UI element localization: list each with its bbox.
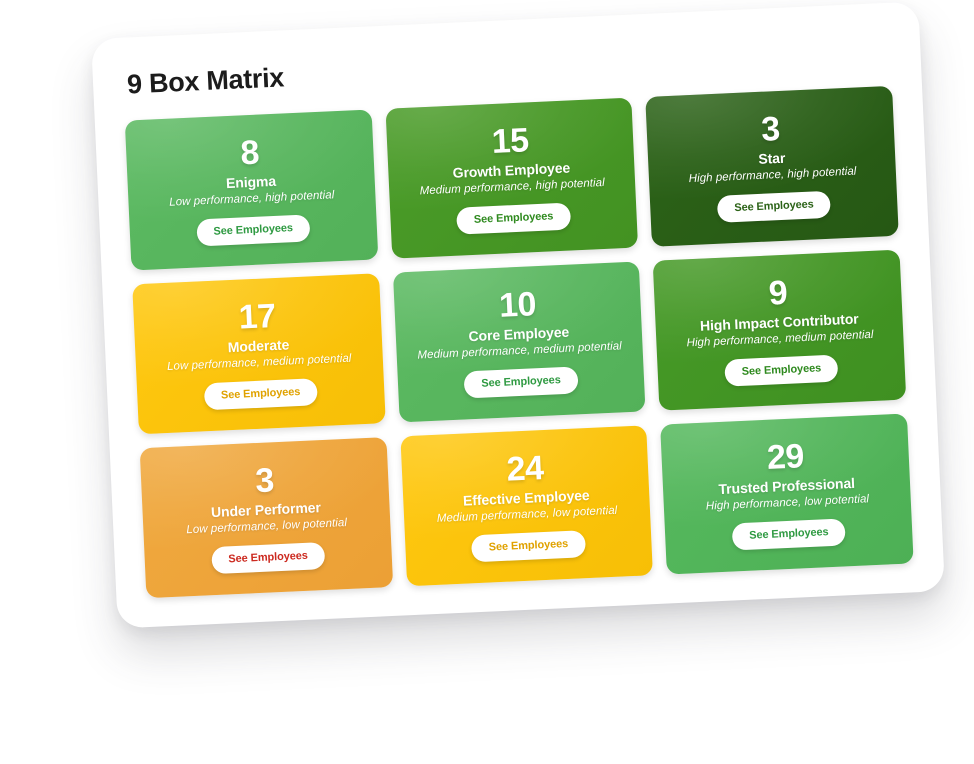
see-employees-button[interactable]: See Employees <box>716 191 832 224</box>
cell-count: 15 <box>490 121 530 161</box>
cell-count: 9 <box>767 273 788 313</box>
cell-count: 3 <box>760 109 781 149</box>
cell-subtitle: Low performance, low potential <box>186 517 348 537</box>
cell-title: Star <box>758 150 786 168</box>
see-employees-button[interactable]: See Employees <box>195 214 311 247</box>
cell-title: Effective Employee <box>462 487 590 510</box>
page-title: 9 Box Matrix <box>126 62 285 100</box>
cell-title: Growth Employee <box>452 159 571 182</box>
see-employees-button[interactable]: See Employees <box>471 530 586 563</box>
see-employees-button[interactable]: See Employees <box>210 542 326 575</box>
cell-count: 24 <box>505 448 545 489</box>
cell-count: 17 <box>237 296 277 337</box>
cell-count: 8 <box>239 133 260 173</box>
cell-subtitle: High performance, high potential <box>688 165 857 186</box>
cell-title: Core Employee <box>468 324 570 345</box>
cell-subtitle: Low performance, medium potential <box>166 352 352 374</box>
cell-subtitle: Low performance, high potential <box>169 189 335 210</box>
see-employees-button[interactable]: See Employees <box>463 366 579 399</box>
see-employees-button[interactable]: See Employees <box>456 202 571 236</box>
cell-subtitle: Medium performance, medium potential <box>417 340 623 362</box>
see-employees-button[interactable]: See Employees <box>731 518 847 551</box>
see-employees-button[interactable]: See Employees <box>724 354 839 388</box>
cell-title: Moderate <box>227 336 290 356</box>
cell-count: 29 <box>766 436 805 477</box>
cell-count: 10 <box>498 284 537 325</box>
cell-title: Enigma <box>225 173 277 192</box>
cell-count: 3 <box>254 460 275 500</box>
see-employees-button[interactable]: See Employees <box>203 378 318 411</box>
cell-subtitle: Medium performance, high potential <box>419 177 605 198</box>
cell-title: Under Performer <box>210 499 322 521</box>
